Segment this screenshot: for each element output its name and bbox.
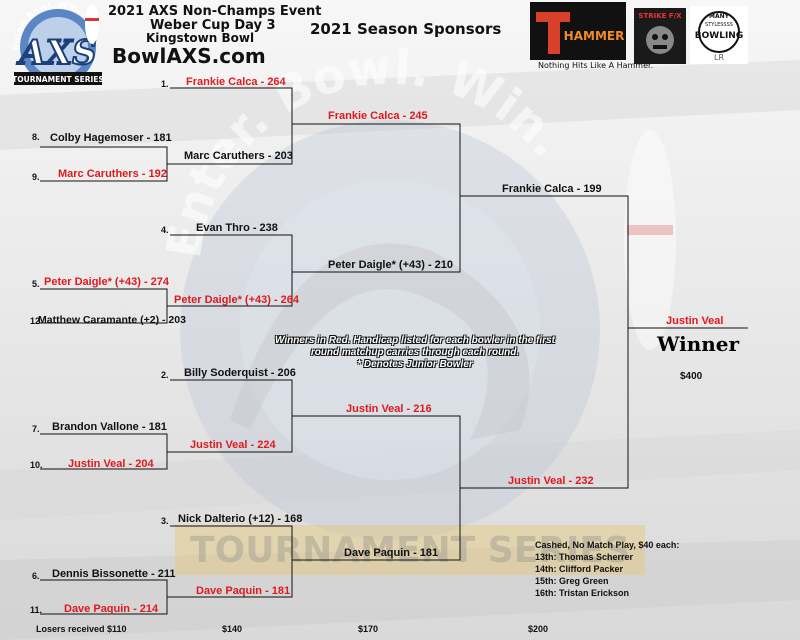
seed-number: 2. [161, 370, 169, 380]
r2-entry: Billy Soderquist - 206 [184, 367, 296, 379]
svg-text:BOWLING: BOWLING [695, 31, 743, 41]
seed-number: 7. [32, 424, 40, 434]
payout-round2: $140 [222, 624, 243, 634]
payout-round3: $170 [358, 624, 379, 634]
cashed-entry: 13th: Thomas Scherrer [535, 552, 634, 562]
note-line: Winners in Red. Handicap listed for each… [275, 335, 555, 346]
bracket-legend-note: Winners in Red. Handicap listed for each… [230, 335, 600, 371]
cashed-title: Cashed, No Match Play, $40 each: [535, 540, 680, 550]
cashed-entry: 14th: Clifford Packer [535, 564, 624, 574]
r1-entry: Brandon Vallone - 181 [52, 421, 167, 433]
event-title-line1: 2021 AXS Non-Champs Event [108, 4, 322, 19]
cashed-entry: 15th: Greg Green [535, 576, 609, 586]
r1-entry: Peter Daigle* (+43) - 274 [44, 276, 170, 288]
r1-entry: Marc Caruthers - 192 [58, 168, 167, 180]
svg-text:HAMMER: HAMMER [564, 29, 625, 43]
seed-number: 3. [161, 516, 169, 526]
r1-entry: Justin Veal - 204 [68, 458, 154, 470]
seed-number: 10. [30, 460, 43, 470]
axs-logo: Enter. Bowl. Win. AXS TOURNAMENT SERIES [12, 2, 104, 85]
payout-round4: $200 [528, 624, 549, 634]
r1-entry: Colby Hagemoser - 181 [50, 132, 172, 144]
r1-entry: Matthew Caramante (+2) - 203 [38, 314, 186, 326]
hammer-logo: HAMMER [530, 2, 626, 60]
r2-entry: Justin Veal - 224 [190, 439, 276, 451]
note-line: * Denotes Junior Bowler [357, 359, 473, 370]
r1-entry: Dave Paquin - 214 [64, 603, 159, 615]
winner-label: Winner [657, 332, 740, 356]
r3-entry: Peter Daigle* (+43) - 210 [328, 259, 454, 271]
r4-entry: Frankie Calca - 199 [502, 183, 602, 195]
watermark-banner-text: TOURNAMENT SERIES [190, 530, 630, 571]
svg-text:AXS: AXS [16, 33, 96, 73]
r2-entry: Marc Caruthers - 203 [184, 150, 293, 162]
r2-entry: Dave Paquin - 181 [196, 585, 291, 597]
sponsors-title: 2021 Season Sponsors [310, 20, 502, 38]
event-title-line3: Kingstown Bowl [146, 31, 255, 45]
r4-entry: Justin Veal - 232 [508, 475, 594, 487]
champion-prize: $400 [680, 371, 703, 382]
r1-entry: Dennis Bissonette - 211 [52, 568, 176, 580]
note-line: round matchup carries through each round… [310, 347, 520, 358]
seed-number: 1. [161, 79, 169, 89]
r2-entry: Peter Daigle* (+43) - 264 [174, 294, 300, 306]
payout-losers: Losers received $110 [36, 624, 127, 634]
many-styles-bowling-logo: MANY STYLESSSS BOWLING LR [690, 6, 748, 64]
r3-entry: Dave Paquin - 181 [344, 547, 439, 559]
seed-number: 5. [32, 279, 40, 289]
seed-number: 11. [30, 605, 43, 615]
svg-text:STYLESSSS: STYLESSSS [705, 22, 733, 28]
seed-number: 6. [32, 571, 40, 581]
svg-text:MANY: MANY [709, 13, 730, 20]
event-title-line2: Weber Cup Day 3 [150, 18, 276, 33]
svg-text:TOURNAMENT SERIES: TOURNAMENT SERIES [12, 75, 104, 84]
r2-entry: Evan Thro - 238 [196, 222, 278, 234]
svg-text:STRIKE F/X: STRIKE F/X [638, 12, 682, 20]
seed-number: 8. [32, 132, 40, 142]
hammer-tagline: Nothing Hits Like A Hammer. [538, 61, 654, 70]
champion-name: Justin Veal [666, 315, 724, 327]
r2-entry: Frankie Calca - 264 [186, 76, 286, 88]
r3-entry: Frankie Calca - 245 [328, 110, 428, 122]
event-website-link[interactable]: BowlAXS.com [112, 44, 266, 68]
seed-number: 9. [32, 172, 40, 182]
cashed-entry: 16th: Tristan Erickson [535, 588, 630, 598]
seed-number: 4. [161, 225, 169, 235]
seed-number: 12 [30, 316, 41, 326]
svg-text:LR: LR [714, 53, 724, 62]
strike-fx-logo: STRIKE F/X [634, 8, 686, 64]
r2-entry: Nick Dalterio (+12) - 168 [178, 513, 303, 525]
r3-entry: Justin Veal - 216 [346, 403, 432, 415]
